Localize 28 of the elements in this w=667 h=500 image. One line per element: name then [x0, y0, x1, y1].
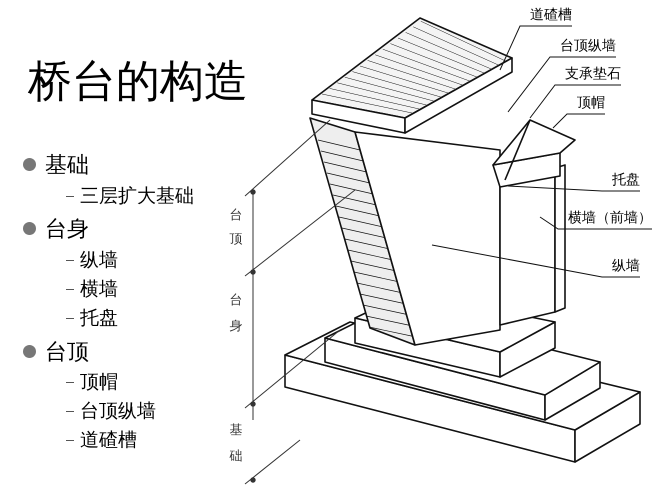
callout-label: 托盘: [612, 171, 640, 189]
callout-label: 横墙（前墙）: [568, 209, 652, 227]
leader-line: [540, 216, 652, 230]
leader-line: [552, 114, 606, 128]
dimension-label: 基础: [227, 412, 244, 464]
list-item: 道碴槽: [80, 428, 137, 453]
leader-line: [508, 56, 616, 112]
leader-line: [508, 186, 640, 192]
callout-label: 台顶纵墙: [560, 37, 616, 55]
leader-line: [432, 244, 640, 278]
list-heading: 台顶: [45, 339, 89, 367]
list-heading: 台身: [45, 216, 89, 244]
leader-line: [500, 26, 572, 70]
list-item: 托盘: [80, 306, 118, 331]
list-item: 横墙: [80, 277, 118, 302]
list-item: 顶帽: [80, 370, 118, 395]
dimension-label: 台身: [227, 282, 244, 334]
list-item: 三层扩大基础: [80, 184, 194, 209]
callout-label: 顶帽: [577, 94, 605, 112]
leader-line: [530, 84, 622, 118]
callout-label: 道碴槽: [530, 6, 572, 24]
title: 桥台的构造: [28, 55, 248, 109]
list-heading: 基础: [45, 152, 89, 180]
list-item: 纵墙: [80, 248, 118, 273]
dimension-label: 台顶: [227, 197, 244, 249]
callout-label: 纵墙: [612, 257, 640, 275]
callout-label: 支承垫石: [565, 65, 621, 83]
list-item: 台顶纵墙: [80, 399, 156, 424]
